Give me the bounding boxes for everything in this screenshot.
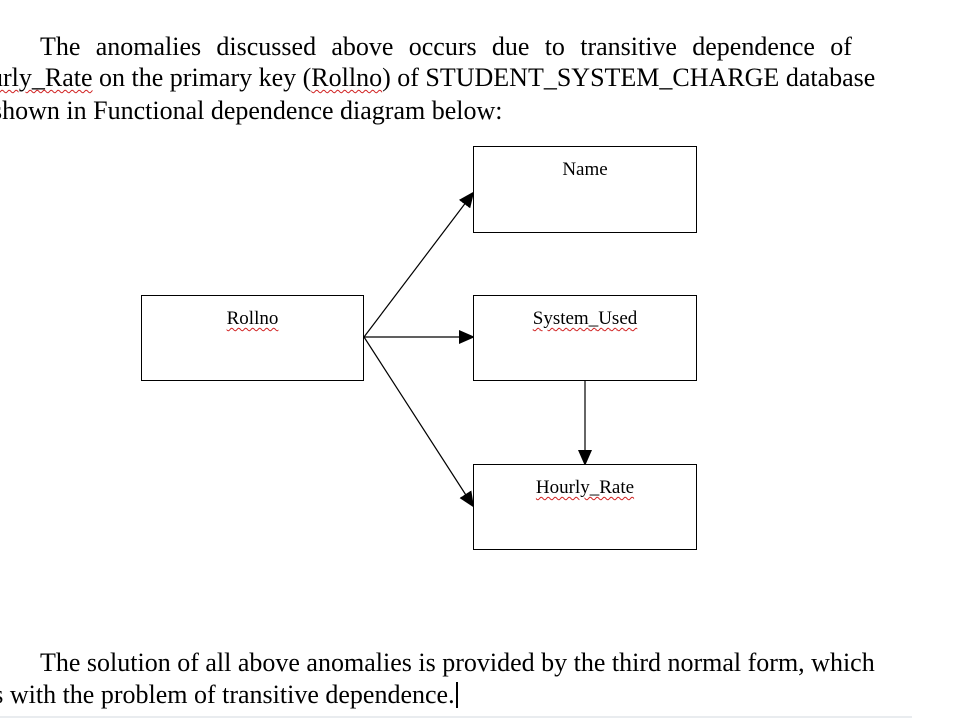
word-6: due bbox=[491, 32, 530, 61]
word-7: to bbox=[544, 32, 565, 61]
paragraph-2-line-2: ls with the problem of transitive depend… bbox=[0, 680, 458, 710]
hourly-rate-label: Hourly_Rate bbox=[535, 477, 635, 498]
rollno-box: Rollno bbox=[141, 295, 364, 381]
paragraph-2-line-2-text: ls with the problem of transitive depend… bbox=[0, 680, 455, 709]
hourly-rate-box: Hourly_Rate bbox=[473, 464, 697, 550]
word-9: dependence bbox=[692, 32, 815, 61]
word-1: The bbox=[40, 32, 81, 61]
paragraph-1-line-2: urly_Rate on the primary key (Rollno) of… bbox=[0, 63, 875, 93]
word-10: of bbox=[830, 32, 852, 61]
arrow-rollno-to-name bbox=[363, 191, 475, 338]
name-label: Name bbox=[562, 159, 608, 180]
rollno-label: Rollno bbox=[226, 308, 279, 329]
spellcheck-word-rollno: Rollno bbox=[311, 63, 383, 92]
system-used-label: System_Used bbox=[532, 308, 638, 329]
paragraph-2-line-1: The solution of all above anomalies is p… bbox=[40, 648, 875, 677]
name-box: Name bbox=[473, 146, 697, 233]
paragraph-1-line-1: The anomalies discussed above occurs due… bbox=[40, 32, 852, 62]
word-5: occurs bbox=[408, 32, 477, 61]
page-boundary bbox=[0, 716, 912, 718]
word-3: discussed bbox=[216, 32, 317, 61]
spellcheck-word-hourly-rate: urly_Rate bbox=[0, 63, 93, 92]
word-2: anomalies bbox=[95, 32, 202, 61]
arrow-rollno-to-hourly-rate bbox=[363, 336, 475, 508]
word-8: transitive bbox=[580, 32, 677, 61]
text-cursor bbox=[455, 682, 458, 708]
word-4: above bbox=[331, 32, 394, 61]
paragraph-1-line-3: shown in Functional dependence diagram b… bbox=[0, 96, 503, 125]
line-2-text: on the primary key ( bbox=[92, 63, 312, 92]
line-2-suffix: ) of STUDENT_SYSTEM_CHARGE database bbox=[382, 63, 876, 92]
system-used-box: System_Used bbox=[473, 295, 697, 381]
